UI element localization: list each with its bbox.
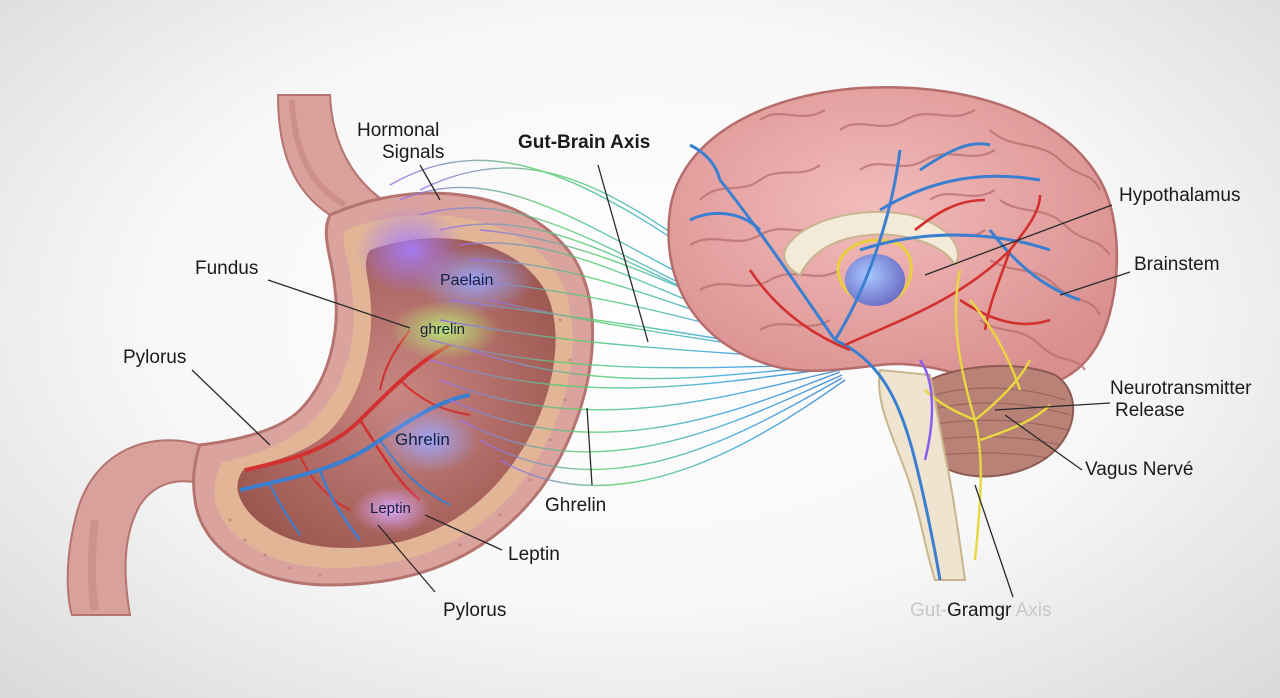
label-neuro-line1: Neurotransmitter (1110, 378, 1252, 399)
label-hypothalamus: Hypothalamus (1119, 185, 1241, 206)
label-ghrelin-small: ghrelin (420, 321, 466, 338)
stomach (66, 94, 595, 616)
label-pylorus-left: Pylorus (123, 347, 187, 368)
leader-lines (191, 164, 1131, 598)
label-ghrelin-big: Ghrelin (395, 430, 450, 449)
label-hormonal-line2: Signals (382, 141, 445, 163)
label-fundus: Fundus (195, 258, 259, 279)
thalamus (845, 254, 905, 306)
brainstem (878, 368, 967, 581)
label-brainstem: Brainstem (1134, 254, 1220, 275)
corpus-callosum (783, 210, 959, 277)
label-bottom-axis: Gut-Gramgr Axis (910, 600, 1052, 622)
label-hormonal-line1: Hormonal (356, 120, 440, 141)
label-bottom-faded-prefix: Gut- (910, 600, 947, 621)
label-bottom-main: Gramgr (946, 600, 1012, 621)
label-pylorus-bottom: Pylorus (443, 600, 507, 621)
diagram-title: Gut-Brain Axis (518, 132, 651, 153)
label-neuro-line2: Release (1115, 399, 1185, 421)
label-hormonal-signals: Hormonal Signals (352, 120, 444, 164)
duodenum (66, 439, 212, 616)
label-leptin: Leptin (508, 544, 560, 565)
label-vagus-nerve: Vagus Nervé (1085, 459, 1194, 480)
label-ghrelin: Ghrelin (545, 495, 607, 516)
label-leptin-small: Leptin (370, 500, 411, 517)
cerebrum (667, 86, 1119, 390)
brain (667, 86, 1119, 581)
label-neurotransmitter-release: Neurotransmitter Release (1110, 378, 1252, 422)
label-bottom-faded-suffix: Axis (1015, 600, 1052, 621)
label-paelain: Paelain (440, 272, 494, 289)
